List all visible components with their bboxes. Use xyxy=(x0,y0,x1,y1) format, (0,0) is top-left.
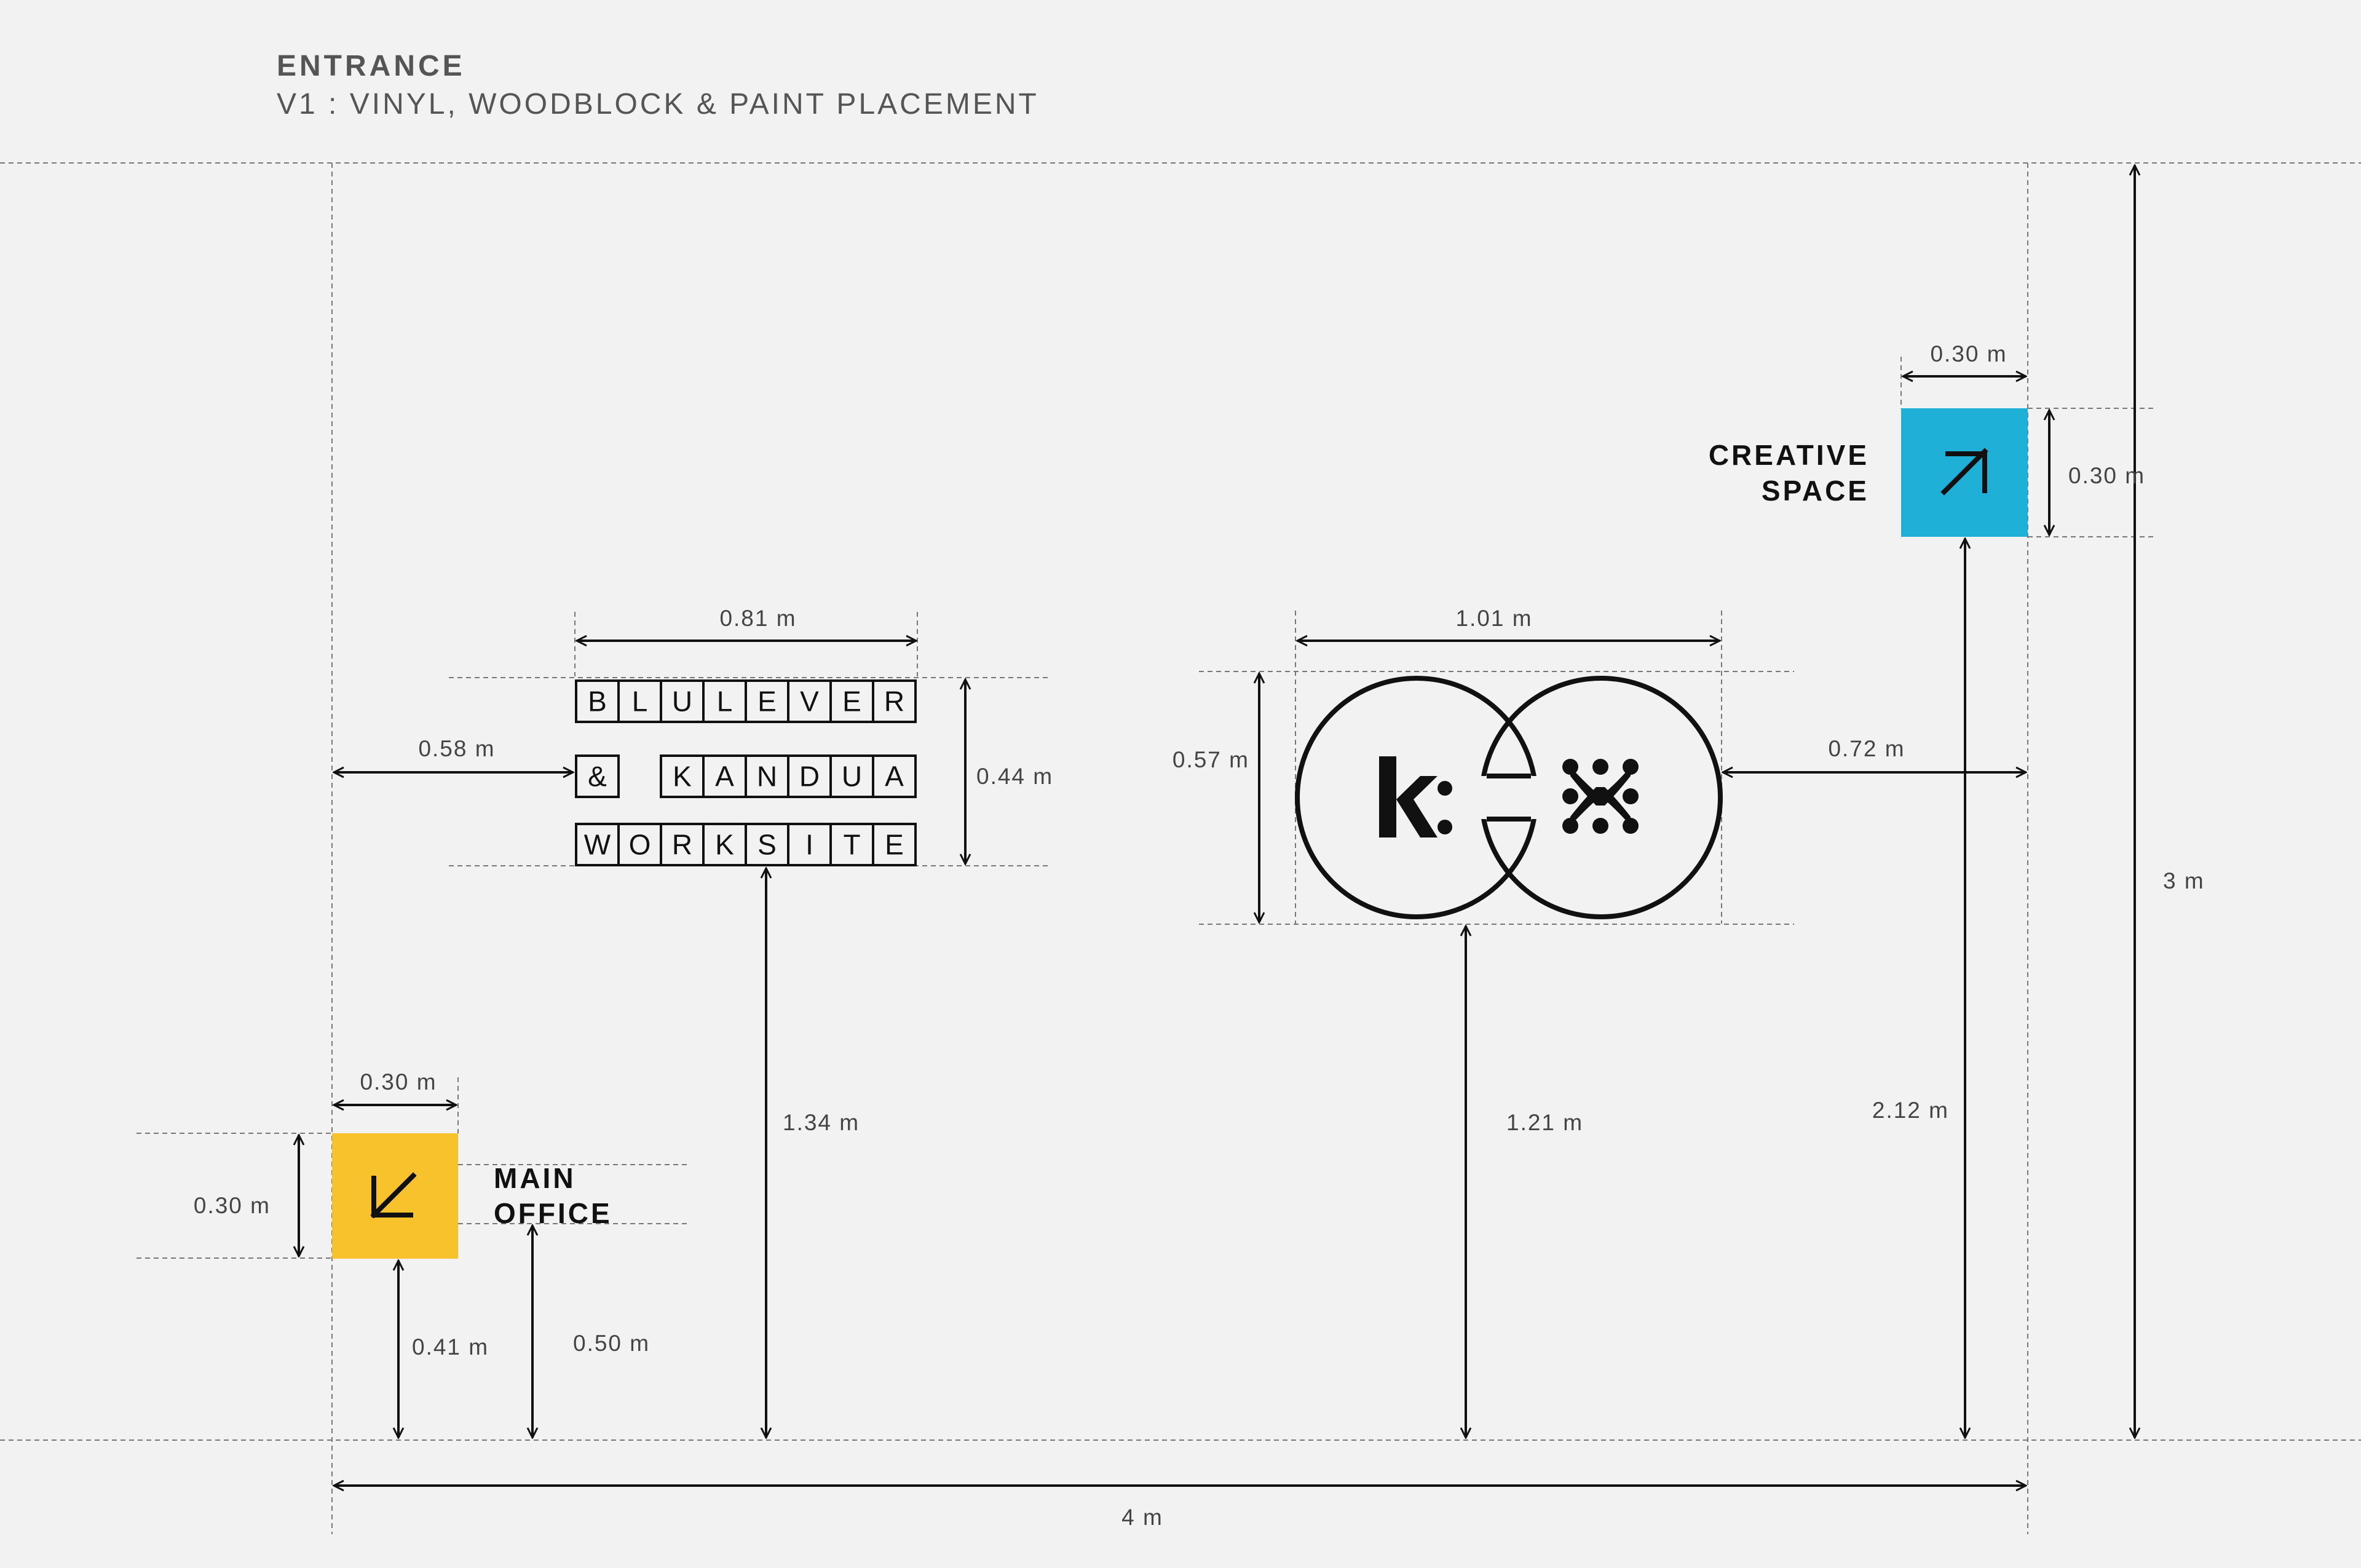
arrow-down-left-icon xyxy=(370,1172,417,1219)
woodblock-letter: L xyxy=(717,686,733,718)
woodblock-letter: B xyxy=(588,686,607,718)
woodblock-letter: A xyxy=(715,761,734,793)
woodblock-letter: W xyxy=(584,829,611,861)
dim-label-main-height: 0.30 m xyxy=(194,1193,271,1218)
creative-space-label-line2: SPACE xyxy=(1762,475,1869,507)
k-letter-icon xyxy=(1379,756,1452,837)
woodblock-tile xyxy=(872,754,917,798)
woodblock-letter: K xyxy=(715,829,734,861)
woodblock-letter: A xyxy=(885,761,904,793)
woodblock-letter: R xyxy=(672,829,692,861)
woodblock-letter: T xyxy=(843,829,860,861)
woodblock-tile xyxy=(872,823,917,866)
dim-label-creative-width: 0.30 m xyxy=(1930,341,2007,366)
woodblock-letter: I xyxy=(805,829,813,861)
dim-label-creative-height: 0.30 m xyxy=(2068,463,2145,488)
woodblock-letter: L xyxy=(632,686,648,718)
dim-label-woodblock-width: 0.81 m xyxy=(719,606,796,631)
woodblock-letter: E xyxy=(842,686,861,718)
main-office-label-line1: MAIN xyxy=(494,1162,576,1194)
dim-label-main-text-from-floor: 0.50 m xyxy=(573,1331,650,1356)
k-and-cluster-logo xyxy=(1295,676,1723,919)
creative-space-label-line1: CREATIVE xyxy=(1709,439,1869,471)
dim-label-wall-height: 3 m xyxy=(2163,868,2205,893)
dim-label-main-from-floor: 0.41 m xyxy=(412,1334,489,1360)
guide-lines xyxy=(0,162,2361,1534)
dim-label-logo-height: 0.57 m xyxy=(1173,747,1249,772)
arrow-up-right-icon xyxy=(1940,448,1988,496)
dim-label-creative-from-floor: 2.12 m xyxy=(1872,1098,1949,1123)
woodblock-letter: U xyxy=(672,686,692,718)
dim-label-woodblock-from-floor: 1.34 m xyxy=(783,1110,860,1135)
woodblock-letter: & xyxy=(588,761,607,793)
woodblock-letter: V xyxy=(800,686,819,718)
page-subtitle: V1 : VINYL, WOODBLOCK & PAINT PLACEMENT xyxy=(277,88,1039,121)
dim-label-logo-from-floor: 1.21 m xyxy=(1506,1110,1583,1135)
dim-label-woodblock-offset-left: 0.58 m xyxy=(418,736,495,761)
woodblock-letter: D xyxy=(799,761,820,793)
woodblock-tile xyxy=(575,754,620,798)
page-title: ENTRANCE xyxy=(277,50,465,82)
dim-label-woodblock-height: 0.44 m xyxy=(976,764,1053,789)
dim-label-logo-offset-right: 0.72 m xyxy=(1828,736,1905,761)
dim-label-wall-width: 4 m xyxy=(1121,1505,1163,1530)
woodblock-letter: R xyxy=(884,686,904,718)
dimension-lines xyxy=(299,165,2135,1486)
cluster-icon xyxy=(1562,759,1639,834)
woodblock-letter: U xyxy=(842,761,862,793)
woodblock-letter: K xyxy=(673,761,692,793)
woodblock-letter: N xyxy=(757,761,777,793)
main-office-label-line2: OFFICE xyxy=(494,1197,612,1229)
woodblock-letter: E xyxy=(885,829,904,861)
woodblock-tile xyxy=(872,679,917,723)
woodblock-letter: O xyxy=(629,829,651,861)
dim-label-main-width: 0.30 m xyxy=(360,1069,437,1095)
dim-label-logo-width: 1.01 m xyxy=(1455,606,1532,631)
woodblock-letter: S xyxy=(757,829,777,861)
woodblock-letter: E xyxy=(757,686,777,718)
